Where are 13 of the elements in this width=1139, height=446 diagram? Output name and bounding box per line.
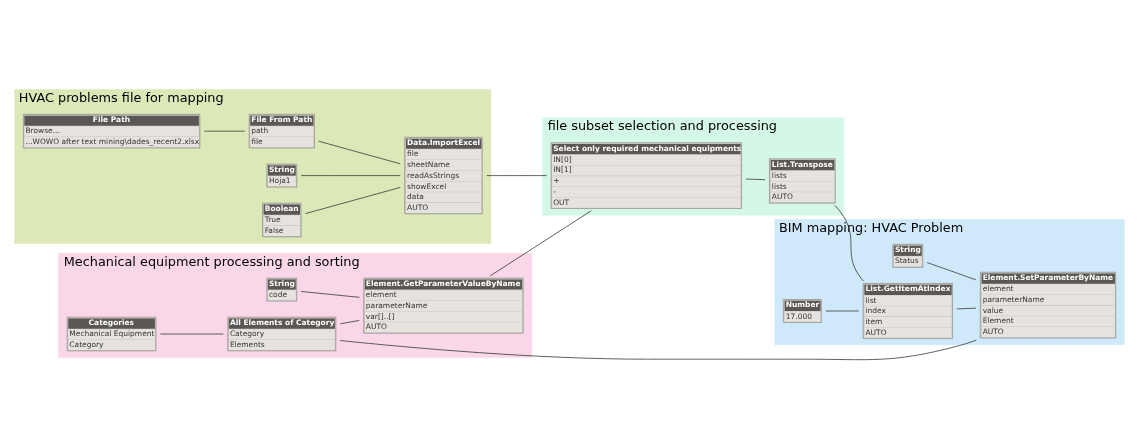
- connector: [489, 209, 592, 276]
- connector: [204, 130, 246, 132]
- connector: [305, 186, 401, 214]
- connector: [956, 307, 977, 309]
- connector: [339, 319, 360, 324]
- connector: [834, 204, 864, 282]
- connector: [486, 174, 547, 176]
- connector: [339, 339, 977, 360]
- connector: [300, 290, 360, 298]
- connector: [926, 261, 977, 280]
- connector: [745, 178, 766, 180]
- connector: [300, 174, 401, 176]
- connector: [318, 140, 401, 164]
